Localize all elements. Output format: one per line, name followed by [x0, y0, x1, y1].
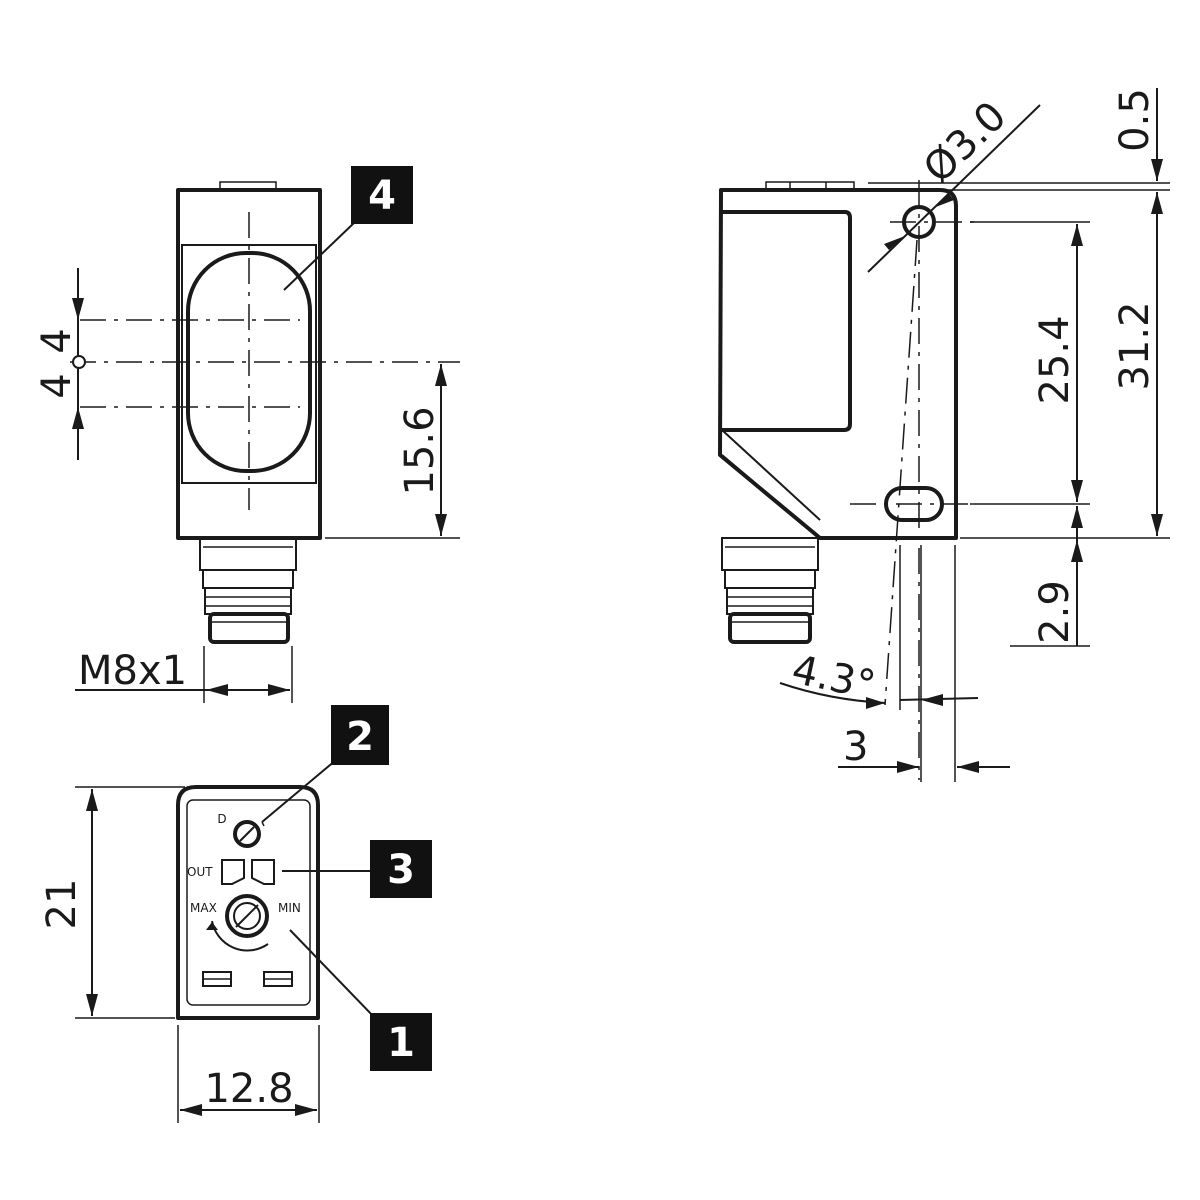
dim-lens-spacing-upper: 4 [34, 328, 80, 353]
slot-offset-dimension [1071, 506, 1083, 646]
dim-housing-depth: 21 [39, 879, 85, 930]
side-view: Ø3.0 0.5 31.2 25.4 [718, 88, 1170, 782]
width-dimension [177, 1025, 320, 1123]
callout-2-box [331, 705, 389, 765]
side-connector [721, 537, 819, 644]
housing-height-dimension [1151, 192, 1163, 536]
lens-window [181, 244, 317, 484]
front-connector [199, 537, 297, 644]
front-top-tab [219, 181, 277, 192]
angle-dimension [779, 545, 901, 710]
callout-1-box [370, 1013, 432, 1071]
lens-spacing-dimension [72, 268, 86, 460]
side-top-tab [765, 181, 855, 191]
dim-hole-spacing: 25.4 [1032, 315, 1078, 404]
optical-axis-height-dimension [325, 364, 460, 539]
dim-connector-thread: M8x1 [78, 648, 187, 694]
side-housing [718, 188, 958, 540]
hole-diameter-leader [867, 104, 1041, 273]
mode-switch [233, 820, 265, 848]
side-window [722, 210, 852, 432]
callout-4-number: 4 [368, 173, 396, 219]
label-out: OUT [187, 865, 213, 879]
dim-housing-height: 31.2 [1112, 301, 1158, 390]
dim-lens-spacing-lower: 4 [34, 373, 80, 398]
led-left-icon [221, 859, 245, 885]
callout-4-box [351, 166, 413, 224]
dim-top-offset: 0.5 [1112, 88, 1158, 152]
led-right-icon [251, 859, 275, 885]
dim-slot-bottom-offset: 2.9 [1032, 580, 1078, 644]
dim-angle: 4.3° [788, 647, 879, 709]
label-min: MIN [278, 901, 301, 915]
top-housing [176, 785, 320, 1020]
callout-1-leader [289, 929, 376, 1019]
callout-4-leader [283, 221, 356, 291]
callout-2-leader [261, 759, 337, 823]
top-view: D OUT MAX MIN 21 [39, 705, 432, 1123]
slot-width-dimension [838, 545, 1010, 782]
label-d: D [217, 812, 226, 826]
depth-dimension [75, 786, 185, 1019]
callout-1-number: 1 [387, 1020, 415, 1066]
thread-dimension [75, 646, 293, 703]
control-panel [186, 799, 311, 1006]
callout-3-number: 3 [387, 847, 415, 893]
dim-slot-width: 3 [843, 724, 868, 770]
dim-housing-width: 12.8 [204, 1066, 293, 1112]
front-view: 4 4 15.6 M8x1 4 [34, 166, 460, 703]
callout-2-number: 2 [346, 714, 374, 760]
sensitivity-potentiometer [206, 894, 269, 952]
callout-3-box [370, 840, 432, 898]
dim-optical-axis-height: 15.6 [397, 406, 443, 495]
label-max: MAX [190, 901, 217, 915]
hole-spacing-dimension [1071, 224, 1083, 502]
